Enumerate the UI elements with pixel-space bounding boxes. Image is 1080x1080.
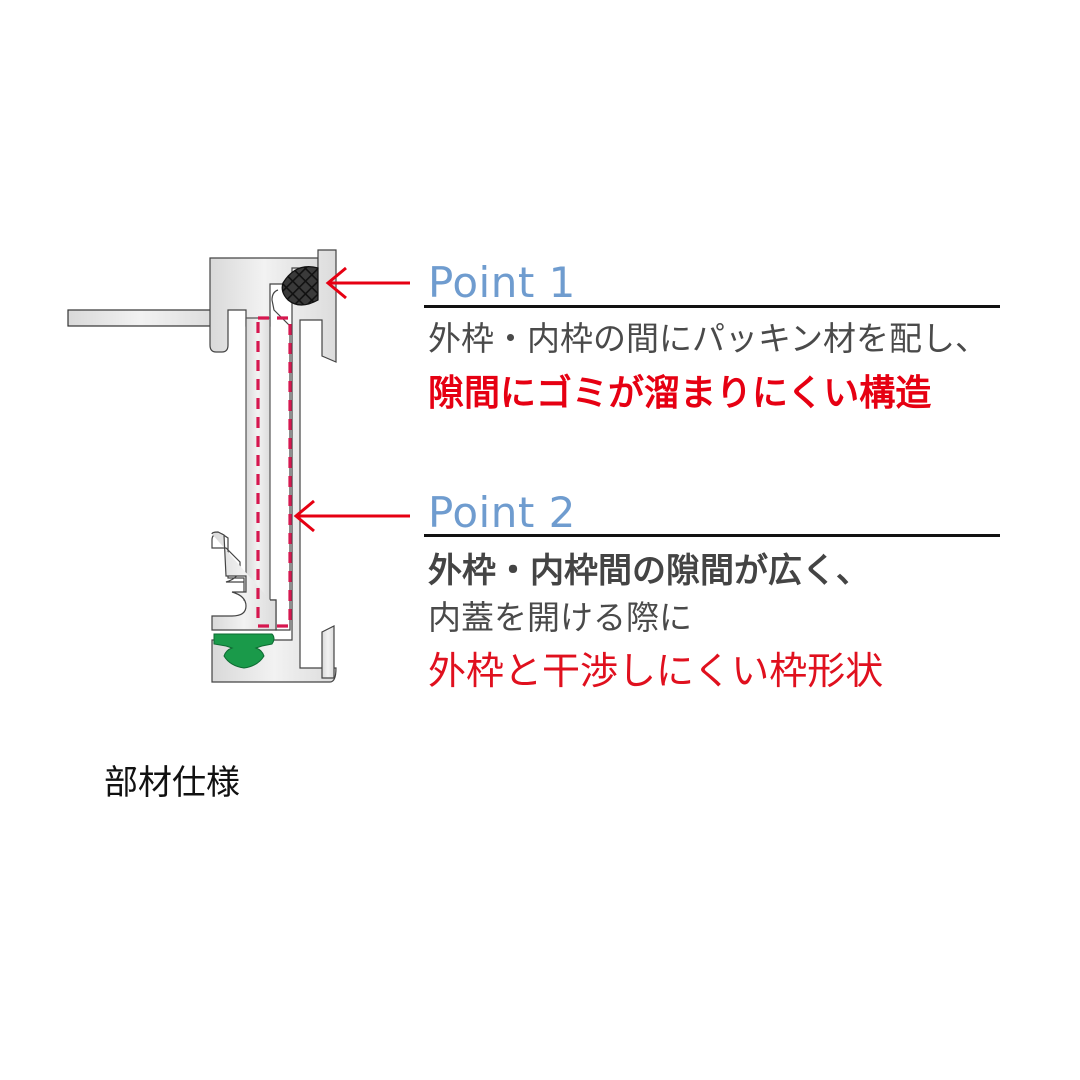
point-1-description: 外枠・内枠の間にパッキン材を配し、 [428, 319, 989, 358]
point-1-title: Point 1 [428, 258, 576, 307]
point-2-highlight: 外枠と干渉しにくい枠形状 [428, 649, 884, 693]
black-packing-gasket [281, 266, 319, 306]
point-2-description-2: 内蓋を開ける際に [428, 598, 692, 637]
arrow-left-icon [325, 266, 410, 300]
point-2-divider [424, 534, 1000, 537]
point-2-description-1: 外枠・内枠間の隙間が広く、 [428, 551, 870, 591]
bottom-lip [321, 625, 335, 679]
lower-notch [211, 531, 277, 631]
point-1-divider [424, 305, 1000, 308]
caption-member-spec: 部材仕様 [104, 763, 240, 803]
point-2-title: Point 2 [428, 488, 576, 537]
point-1-highlight: 隙間にゴミが溜まりにくい構造 [428, 373, 932, 414]
green-gasket [213, 633, 275, 669]
horizontal-flange [67, 309, 215, 327]
arrow-left-icon [293, 499, 410, 533]
